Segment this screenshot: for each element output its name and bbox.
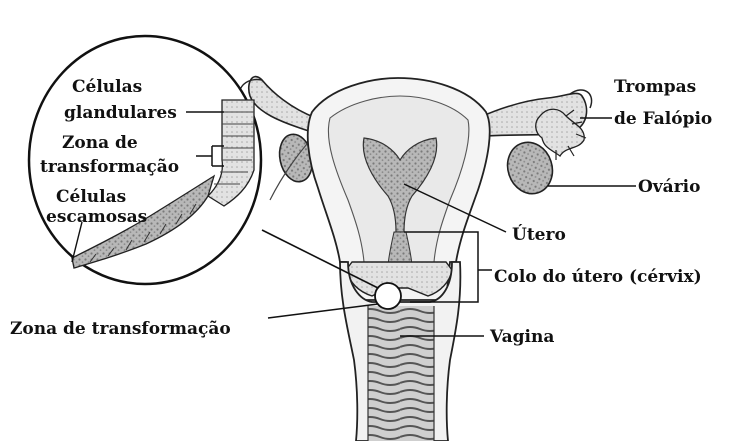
vaginal-rugae	[368, 306, 434, 441]
left-fallopian-tube	[249, 77, 316, 132]
transformation-zone-circle	[375, 283, 401, 309]
label-vagina: Vagina	[489, 327, 554, 347]
label-colo: Colo do útero (cérvix)	[494, 267, 702, 287]
uterus-drawing	[239, 77, 592, 441]
label-celulas-glandulares-2: glandulares	[64, 103, 177, 123]
label-trompas-1: Trompas	[614, 77, 696, 97]
label-celulas-escamosas-2: escamosas	[46, 207, 147, 227]
label-zona-inset-1: Zona de	[62, 133, 138, 153]
label-zona-inset-2: transformação	[40, 157, 179, 177]
label-trompas-2: de Falópio	[614, 109, 712, 129]
label-ovario: Ovário	[638, 177, 700, 197]
label-celulas-escamosas-1: Células	[56, 187, 126, 207]
label-celulas-glandulares-1: Células	[72, 77, 142, 97]
label-utero: Útero	[512, 224, 566, 245]
label-zona-main: Zona de transformação	[10, 319, 231, 339]
